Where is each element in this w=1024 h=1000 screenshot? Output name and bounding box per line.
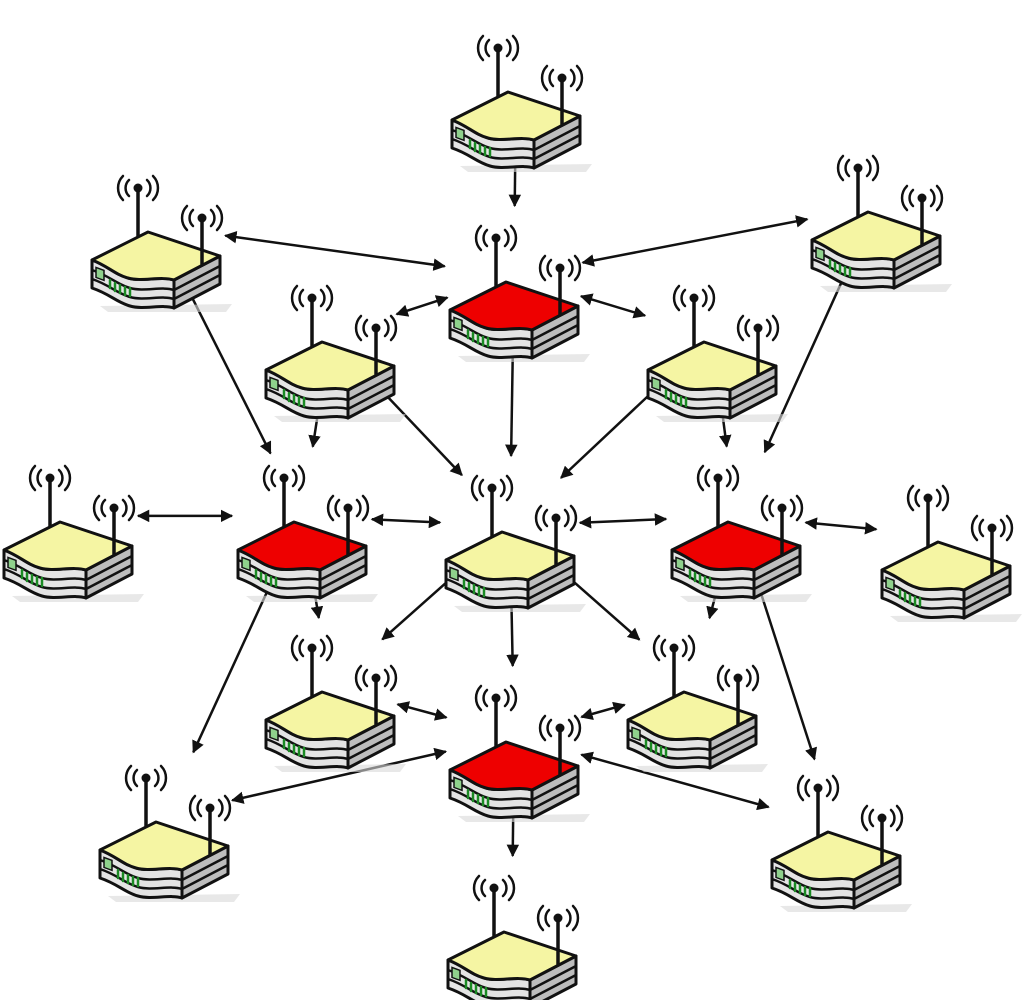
client-node [264,284,408,424]
wireless-router-icon [98,764,242,904]
mesh-router-node [236,464,380,604]
client-node [770,774,914,914]
wireless-router-icon [264,284,408,424]
client-node [444,474,588,614]
wireless-router-icon [90,174,234,314]
wireless-router-icon [626,634,770,774]
wireless-router-icon [770,774,914,914]
client-node [810,154,954,294]
client-node [2,464,146,604]
bidirectional-arrow-icon [377,385,463,477]
client-node [90,174,234,314]
mesh-router-node [448,224,592,364]
mesh-router-node [448,684,592,824]
client-node [626,634,770,774]
client-node [646,284,790,424]
wireless-router-icon [448,224,592,364]
wireless-router-icon [448,684,592,824]
bidirectional-arrow-icon [580,701,626,720]
bidirectional-arrow-icon [230,747,448,804]
client-node [446,874,590,1000]
bidirectional-arrow-icon [580,751,770,811]
bidirectional-arrow-icon [395,295,449,317]
client-node [264,634,408,774]
bidirectional-arrow-icon [192,578,274,754]
wireless-router-icon [264,634,408,774]
wireless-router-icon [444,474,588,614]
bidirectional-arrow-icon [804,517,878,535]
bidirectional-arrow-icon [505,344,519,458]
mesh-router-node [670,464,814,604]
wireless-router-icon [2,464,146,604]
bidirectional-arrow-icon [579,293,647,319]
client-node [880,484,1024,624]
bidirectional-arrow-icon [370,513,442,529]
wireless-router-icon [646,284,790,424]
bidirectional-arrow-icon [755,581,817,761]
wireless-router-icon [446,874,590,1000]
wireless-router-icon [880,484,1024,624]
client-node [98,764,242,904]
client-node [450,34,594,174]
wireless-router-icon [670,464,814,604]
bidirectional-arrow-icon [578,513,668,529]
wireless-router-icon [236,464,380,604]
bidirectional-arrow-icon [224,230,446,271]
wireless-router-icon [810,154,954,294]
wireless-router-icon [450,34,594,174]
bidirectional-arrow-icon [396,701,448,721]
bidirectional-arrow-icon [763,268,849,454]
bidirectional-arrow-icon [186,287,272,455]
bidirectional-arrow-icon [581,215,809,267]
bidirectional-arrow-icon [560,382,662,479]
